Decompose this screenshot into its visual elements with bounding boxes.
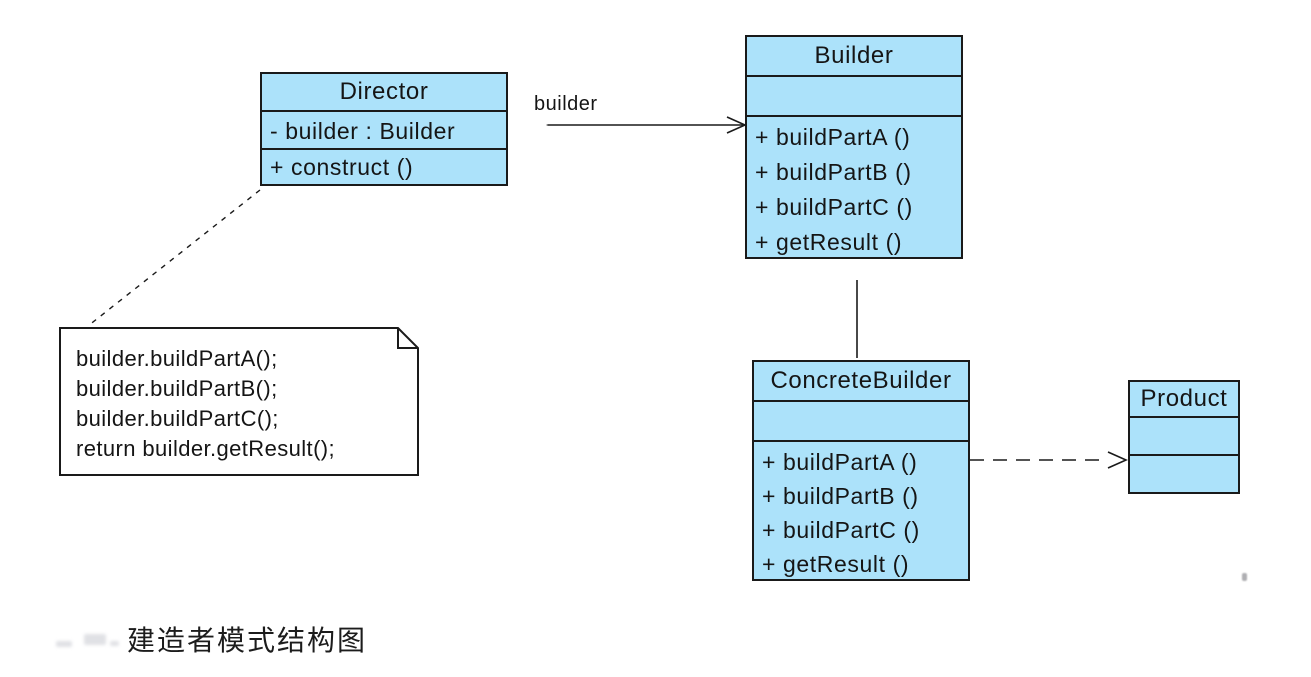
- faded-mark: [110, 641, 119, 646]
- dependency-arrowhead-icon: [1107, 451, 1128, 469]
- attributes-section: [747, 75, 961, 115]
- method-item: + getResult (): [755, 229, 903, 255]
- uml-note: builder.buildPartA(); builder.buildPartB…: [76, 344, 406, 464]
- diagram-caption: 建造者模式结构图: [127, 624, 368, 657]
- method-item: + buildPartC (): [755, 194, 913, 220]
- attributes-section: [1130, 416, 1238, 454]
- method-item: + buildPartA (): [755, 124, 911, 150]
- methods-section: [1130, 454, 1238, 492]
- note-code-line: return builder.getResult();: [76, 436, 336, 461]
- attributes-section: [754, 400, 968, 440]
- note-code-line: builder.buildPartC();: [76, 406, 279, 431]
- method-item: + buildPartB (): [755, 159, 912, 185]
- note-anchor-line: [87, 189, 261, 327]
- faded-mark: [56, 641, 72, 647]
- faded-mark: [1242, 573, 1247, 581]
- class-director: Director - builder : Builder + construct…: [260, 72, 508, 186]
- generalization-triangle-icon: [842, 261, 872, 280]
- method-item: + getResult (): [762, 551, 910, 577]
- attribute-item: - builder : Builder: [270, 118, 456, 144]
- class-name: Product: [1140, 385, 1228, 412]
- class-product: Product: [1128, 380, 1240, 494]
- class-concretebuilder: ConcreteBuilder + buildPartA () + buildP…: [752, 360, 970, 581]
- faded-mark: [84, 634, 106, 645]
- note-code-line: builder.buildPartB();: [76, 376, 278, 401]
- open-arrowhead-icon: [726, 116, 747, 134]
- method-item: + buildPartC (): [762, 517, 920, 543]
- class-builder: Builder + buildPartA () + buildPartB () …: [745, 35, 963, 259]
- method-item: + construct (): [270, 154, 414, 180]
- methods-section: + construct (): [262, 148, 506, 184]
- class-name: Builder: [814, 42, 894, 69]
- class-name: Director: [339, 78, 429, 105]
- note-code-line: builder.buildPartA();: [76, 346, 278, 371]
- attributes-section: - builder : Builder: [262, 110, 506, 148]
- method-item: + buildPartB (): [762, 483, 919, 509]
- edge-label-builder: builder: [534, 93, 598, 115]
- aggregation-diamond-icon: [508, 117, 548, 133]
- class-name: ConcreteBuilder: [770, 367, 952, 394]
- method-item: + buildPartA (): [762, 449, 918, 475]
- methods-section: + buildPartA () + buildPartB () + buildP…: [747, 115, 961, 257]
- methods-section: + buildPartA () + buildPartB () + buildP…: [754, 440, 968, 579]
